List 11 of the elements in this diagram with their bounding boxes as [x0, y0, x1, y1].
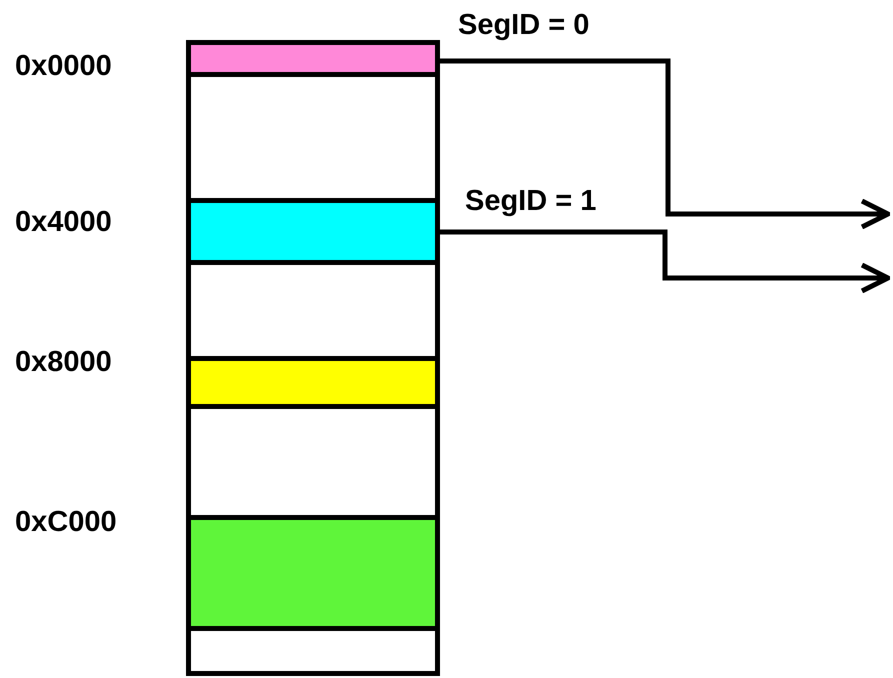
address-label: 0x0000: [15, 49, 112, 83]
memory-column: [186, 40, 440, 676]
address-label: 0x4000: [15, 205, 112, 239]
edge-label: SegID = 1: [465, 184, 596, 218]
memory-segment: [191, 198, 435, 265]
memory-segment: [191, 45, 435, 77]
address-label: 0x8000: [15, 345, 112, 379]
memory-segment: [191, 515, 435, 631]
address-label: 0xC000: [15, 505, 117, 539]
memory-segment: [191, 356, 435, 409]
edge-label: SegID = 0: [458, 8, 590, 42]
